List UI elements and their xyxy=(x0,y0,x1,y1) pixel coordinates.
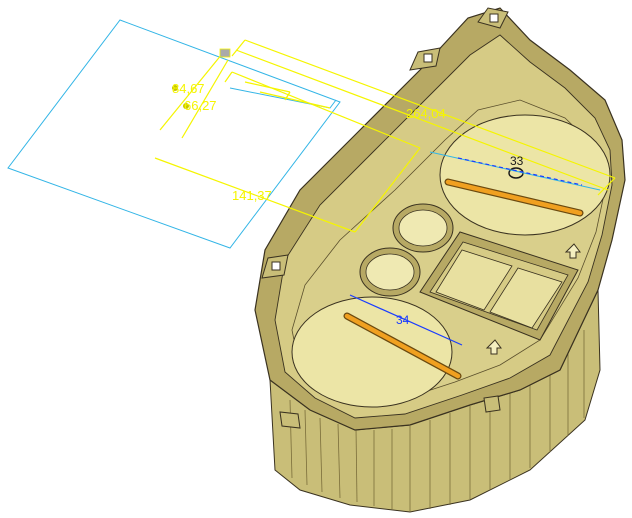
dial-right[interactable] xyxy=(439,114,611,236)
dimension-grip[interactable] xyxy=(183,103,189,109)
cup-upper[interactable] xyxy=(392,203,454,253)
constraint-lines xyxy=(349,151,601,346)
dimension-label-d2[interactable]: 141,37 xyxy=(232,188,272,203)
mounting-tabs xyxy=(261,7,509,429)
needle-rod-right[interactable] xyxy=(444,178,584,217)
needle-rod-left[interactable] xyxy=(343,312,462,380)
dimension-grip[interactable] xyxy=(219,48,231,58)
arrow-up-icon xyxy=(485,339,502,355)
dimension-label-d6[interactable]: 34 xyxy=(396,313,410,327)
dimension-label-d4[interactable]: 66,27 xyxy=(184,98,217,113)
dimension-label-d3[interactable]: 84,67 xyxy=(172,81,205,96)
arrow-up-icon xyxy=(564,243,581,259)
dimension-label-d1[interactable]: 264,04 xyxy=(406,106,446,121)
housing-ribs xyxy=(289,330,585,511)
dimension-label-d5[interactable]: 33 xyxy=(510,154,524,168)
housing-part[interactable] xyxy=(254,7,626,513)
dimension-grip[interactable] xyxy=(172,85,178,91)
cup-lower[interactable] xyxy=(359,247,421,297)
display-window[interactable] xyxy=(419,231,579,341)
dial-left[interactable] xyxy=(291,296,453,408)
dimension-annotations xyxy=(154,39,616,233)
